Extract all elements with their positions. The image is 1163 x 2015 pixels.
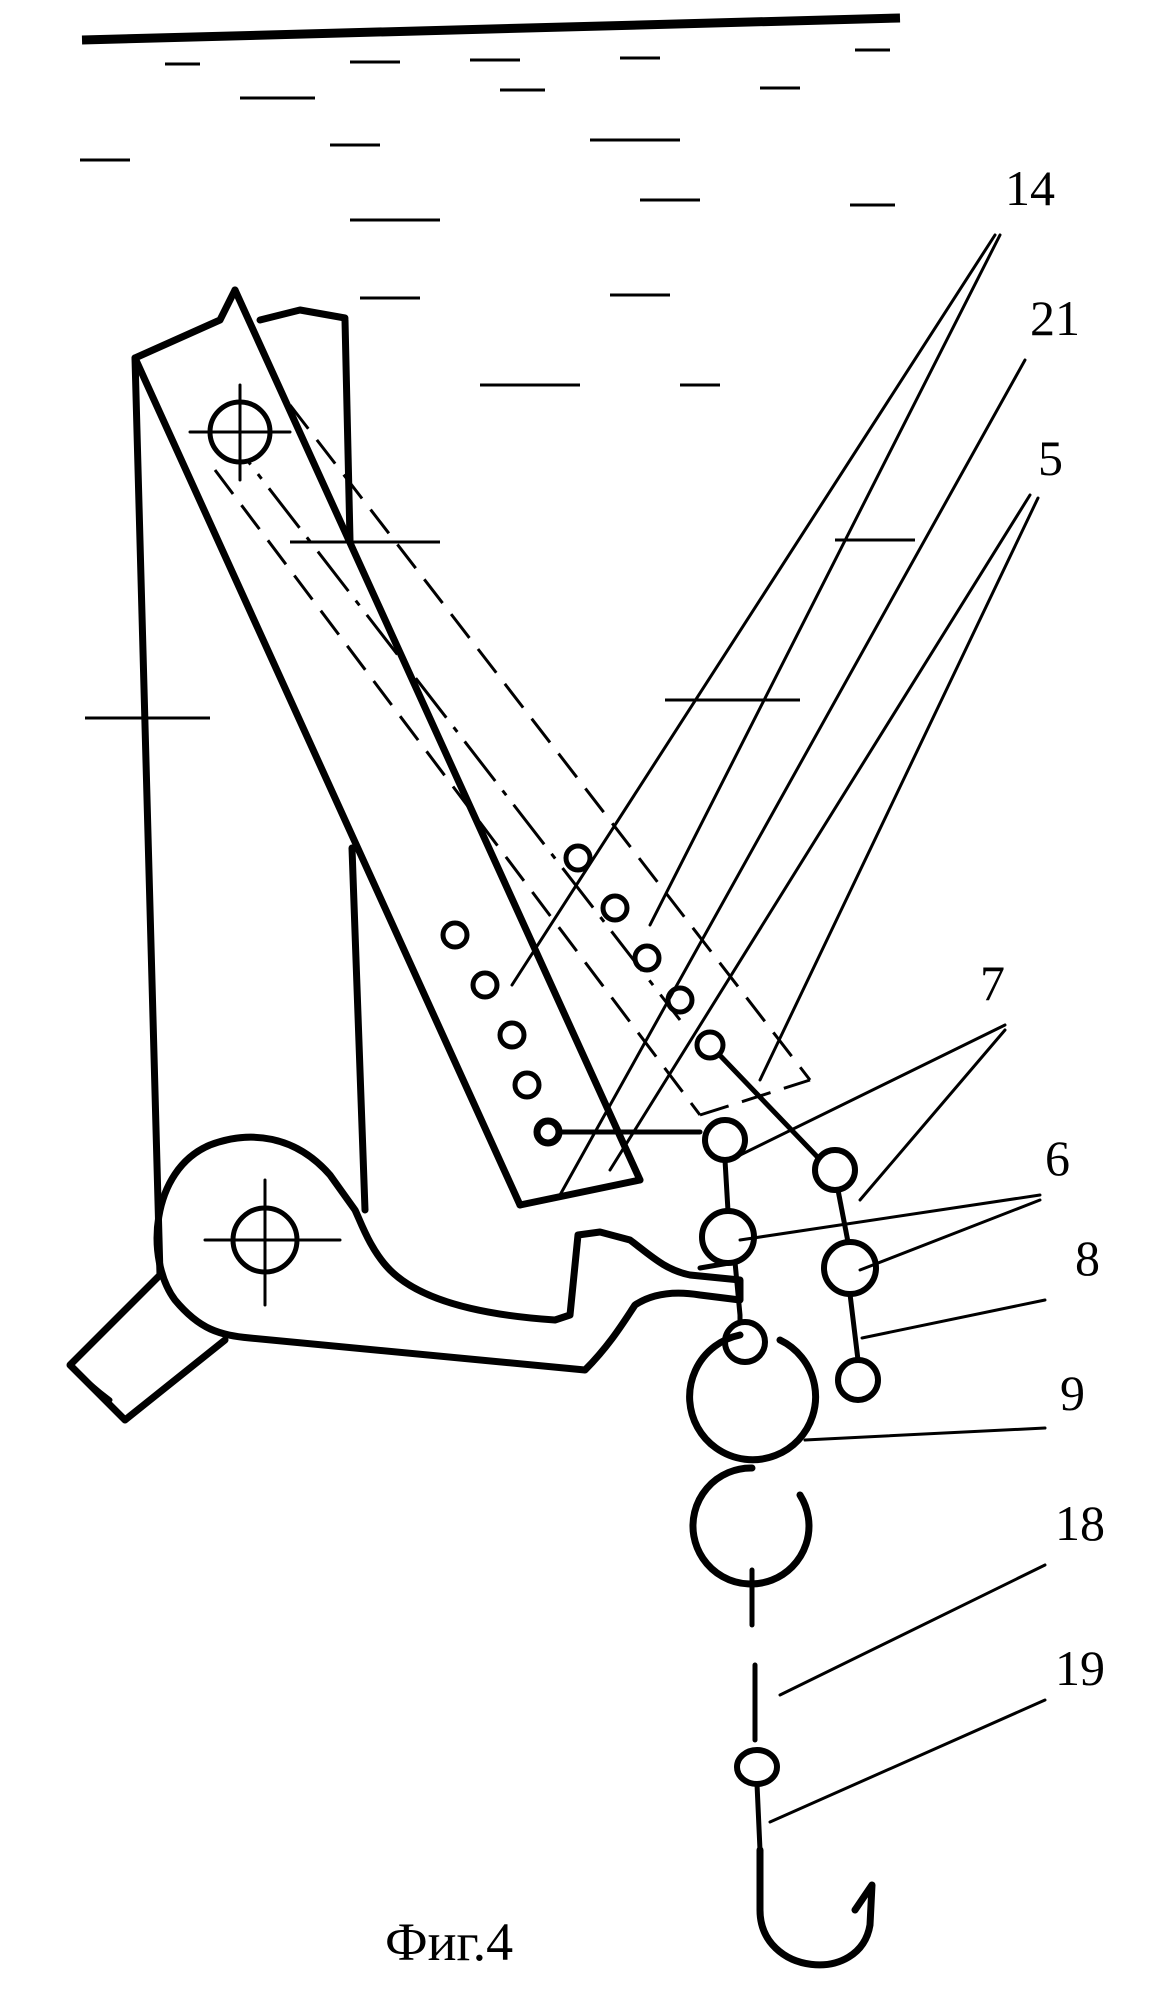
- top-pivot: [188, 383, 292, 482]
- figure-caption: Фиг.4: [385, 1912, 513, 1972]
- base-rod: [66, 1271, 229, 1424]
- label-5: 5: [1038, 430, 1063, 486]
- vertical-post: [131, 306, 369, 1279]
- connection-links: [535, 1029, 881, 1403]
- reference-labels: 14 21 5 7 6 8 9 18 19: [980, 160, 1105, 1696]
- water-strokes: [80, 48, 915, 720]
- label-21: 21: [1030, 290, 1080, 346]
- label-6: 6: [1045, 1130, 1070, 1186]
- leader-lines: [510, 233, 1047, 1824]
- label-7: 7: [980, 955, 1005, 1011]
- water-surface-line: [81, 13, 901, 45]
- tilted-arm: [131, 286, 644, 1209]
- label-9: 9: [1060, 1365, 1085, 1421]
- water: [80, 13, 915, 720]
- fishing-line: [734, 1567, 876, 1969]
- label-14: 14: [1005, 160, 1055, 216]
- arm-alt-position: [213, 404, 812, 1117]
- label-18: 18: [1055, 1495, 1105, 1551]
- label-19: 19: [1055, 1640, 1105, 1696]
- cam-plate: [153, 1133, 744, 1374]
- label-8: 8: [1075, 1230, 1100, 1286]
- split-rings: [686, 1331, 820, 1588]
- hook-icon: [756, 1846, 876, 1969]
